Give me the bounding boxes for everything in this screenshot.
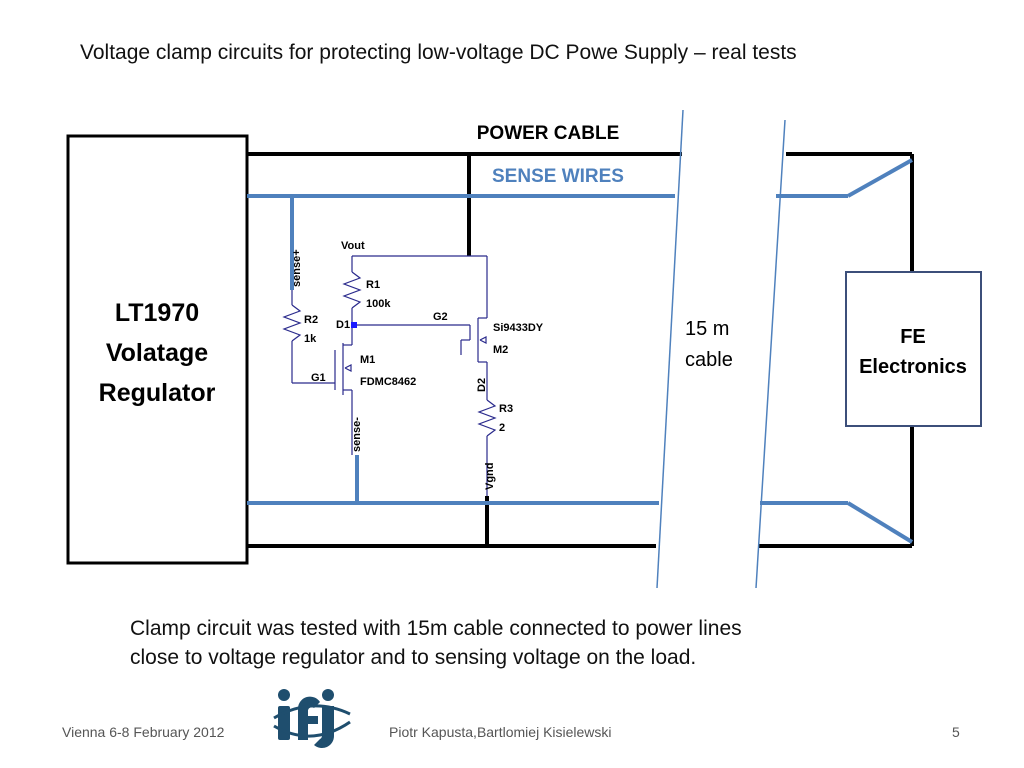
node-label-g2: G2: [433, 311, 448, 323]
node-label-g1: G1: [311, 372, 326, 384]
node-label-sense-minus: sense-: [351, 417, 363, 452]
r1-ref-label: R1: [366, 279, 380, 291]
regulator-label-line1: LT1970: [115, 299, 199, 327]
footer-authors: Piotr Kapusta,Bartlomiej Kisielewski: [389, 724, 612, 740]
r2-ref-label: R2: [304, 314, 318, 326]
resistor-r1: [342, 271, 362, 309]
caption-line-1: Clamp circuit was tested with 15m cable …: [130, 617, 742, 640]
r3-ref-label: R3: [499, 403, 513, 415]
clamp-schematic: [282, 255, 497, 496]
resistor-r3: [477, 399, 497, 437]
m1-ref-label: M1: [360, 354, 375, 366]
cable-break-line-left: [656, 109, 684, 589]
cable-length-label-line1: 15 m: [685, 318, 729, 340]
fe-electronics-label-line2: Electronics: [859, 356, 967, 378]
r3-value-label: 2: [499, 422, 505, 434]
caption-line-2: close to voltage regulator and to sensin…: [130, 646, 697, 669]
caption: Clamp circuit was tested with 15m cable …: [130, 614, 910, 672]
node-label-d2: D2: [476, 378, 488, 392]
footer-page-number: 5: [952, 724, 960, 740]
power-cable-label: POWER CABLE: [477, 123, 620, 144]
sense-wires: [247, 158, 914, 544]
sense-wires-label: SENSE WIRES: [492, 166, 624, 187]
cable-length-label-line2: cable: [685, 349, 733, 371]
power-cable: [247, 152, 914, 548]
node-label-vgnd: Vgnd: [484, 463, 496, 491]
ifj-logo-icon: [273, 689, 351, 749]
fe-electronics-box: [845, 271, 982, 427]
r2-value-label: 1k: [304, 333, 317, 345]
regulator-label-line2: Volatage: [106, 339, 208, 367]
node-label-sense-plus: sense+: [291, 249, 303, 287]
node-label-vout: Vout: [341, 240, 365, 252]
resistor-r2: [282, 304, 302, 342]
regulator-box: [66, 134, 249, 565]
m1-part-label: FDMC8462: [360, 376, 416, 388]
junction-d1: [351, 322, 357, 328]
cable-break-line-right: [755, 119, 786, 589]
node-label-d1: D1: [336, 319, 350, 331]
r1-value-label: 100k: [366, 298, 391, 310]
m2-ref-label: M2: [493, 344, 508, 356]
m2-part-label: Si9433DY: [493, 322, 544, 334]
regulator-label-line3: Regulator: [99, 379, 216, 407]
fe-electronics-label-line1: FE: [900, 326, 926, 348]
slide-title: Voltage clamp circuits for protecting lo…: [80, 41, 797, 64]
footer-location-date: Vienna 6-8 February 2012: [62, 724, 225, 740]
